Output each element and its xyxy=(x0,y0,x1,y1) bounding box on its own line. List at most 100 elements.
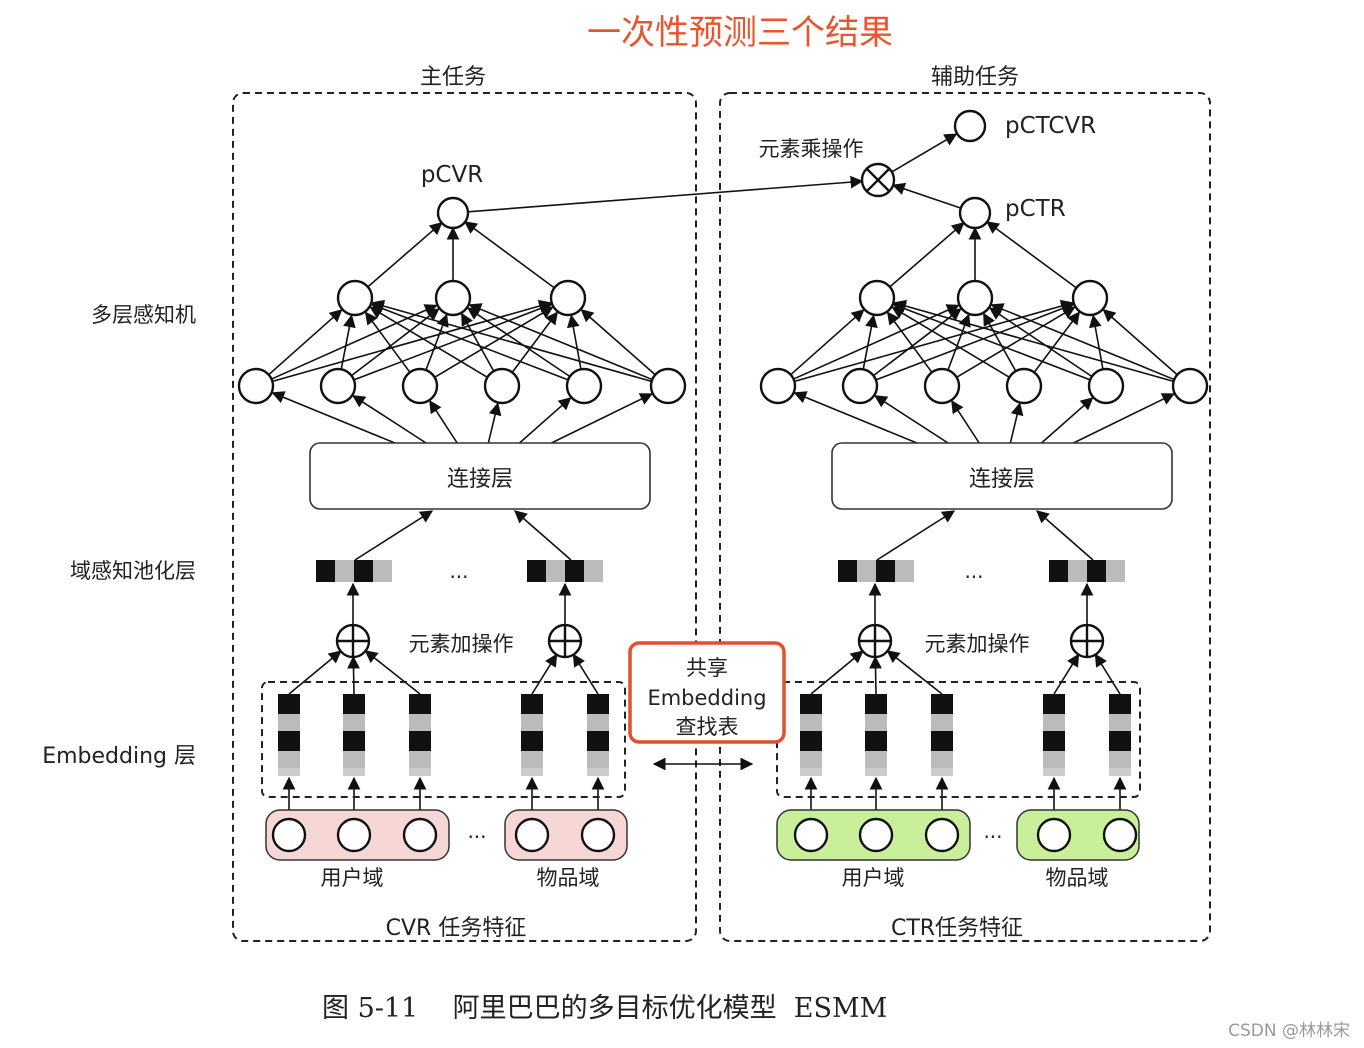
main-user-field-label: 用户域 xyxy=(321,866,384,890)
shared-line3: 查找表 xyxy=(676,715,739,739)
main-embedding-vector-4-cell xyxy=(587,731,609,751)
main-task-title: 主任务 xyxy=(420,65,486,90)
main-pooled-vector-1-cell xyxy=(527,560,546,582)
main-embedding-vector-3-cell xyxy=(521,731,543,751)
aux-embedding-vector-0-cell xyxy=(800,751,822,768)
main-embedding-vector-1-cell xyxy=(343,751,365,768)
main-input-node-0 xyxy=(271,817,307,853)
aux-l1-l2-3-2 xyxy=(1033,311,1080,373)
main-embedding-vector-2-cell xyxy=(409,694,431,714)
aux-l1-l2-1-1 xyxy=(873,308,962,377)
aux-mlp-node-l1-4 xyxy=(1087,367,1125,405)
main-mlp-node-l1-5 xyxy=(649,367,687,405)
main-embedding-vector-2-cell xyxy=(409,768,431,776)
main-l1-l2-0-2 xyxy=(272,299,552,383)
aux-pooled-vector-1-cell xyxy=(1087,560,1106,582)
main-embedding-vector-0-cell xyxy=(278,731,300,751)
main-embedding-vector-3-cell xyxy=(521,751,543,768)
aux-user-field-label: 用户域 xyxy=(842,866,905,890)
main-embedding-vector-0-cell xyxy=(278,714,300,731)
main-embedding-vector-1-cell xyxy=(343,694,365,714)
pctr-node xyxy=(958,196,992,230)
main-concat-label: 连接层 xyxy=(447,467,513,492)
aux-embedding-vector-0-cell xyxy=(800,731,822,751)
main-l1-l2-2-1 xyxy=(425,313,449,371)
main-mlp-node-l2-2 xyxy=(549,279,587,317)
aux-pooling-ellipsis: ... xyxy=(964,559,983,583)
label-pooling: 域感知池化层 xyxy=(70,559,196,583)
aux-l1-l2-5-0 xyxy=(893,299,1174,383)
pctcvr-node xyxy=(953,109,987,143)
main-embedding-vector-3-cell xyxy=(521,694,543,714)
aux-pooled-vector-1-cell xyxy=(1106,560,1125,582)
pctr-to-mul xyxy=(891,182,962,209)
aux-l2-out-0 xyxy=(889,221,965,288)
mul-to-pctcvr xyxy=(891,133,958,173)
aux-concat-to-l1-0 xyxy=(793,391,918,444)
aux-concat-to-l1-5 xyxy=(1073,393,1175,444)
aux-pooled-vector-0-cell xyxy=(876,560,895,582)
pcvr-label: pCVR xyxy=(421,162,483,188)
main-embedding-vector-1-cell xyxy=(343,714,365,731)
main-concat-to-l1-5 xyxy=(551,393,653,444)
main-mlp-node-l1-1 xyxy=(319,367,357,405)
aux-mlp-node-l2-1 xyxy=(956,279,994,317)
aux-pooled-vector-0-cell xyxy=(857,560,876,582)
aux-l1-l2-3-0 xyxy=(891,306,1010,378)
aux-embedding-vector-0-cell xyxy=(800,768,822,776)
main-l1-l2-1-1 xyxy=(351,308,440,377)
diagram-title: 一次性预测三个结果 xyxy=(587,13,893,53)
mul-op-label: 元素乘操作 xyxy=(759,137,864,161)
aux-input-node-0 xyxy=(793,817,829,853)
aux-l1-l2-5-1 xyxy=(990,303,1175,381)
aux-l1-l2-1-2 xyxy=(875,302,1075,381)
main-l1-l2-3-1 xyxy=(461,312,495,372)
main-l1-l2-0-1 xyxy=(271,304,438,380)
main-concat-to-l1-0 xyxy=(271,391,396,444)
aux-embedding-vector-2-cell xyxy=(931,694,953,714)
main-input-node-2 xyxy=(402,817,438,853)
main-pooled-vector-0-cell xyxy=(335,560,354,582)
aux-pooled-vector-0-cell xyxy=(838,560,857,582)
main-l1-l2-2-0 xyxy=(364,311,411,373)
main-emb-to-sum1-0 xyxy=(288,650,342,695)
main-pooled-vector-1-cell xyxy=(584,560,603,582)
aux-pooled-vector-1-cell xyxy=(1049,560,1068,582)
aux-embedding-box xyxy=(776,681,1141,798)
main-pooled-vector-1-cell xyxy=(546,560,565,582)
main-mlp-node-l2-0 xyxy=(336,279,374,317)
main-field-ellipsis: ... xyxy=(467,819,486,843)
aux-embedding-vector-4-cell xyxy=(1109,714,1131,731)
aux-l1-l2-0-0 xyxy=(790,309,865,376)
aux-pool-to-concat-1 xyxy=(876,510,956,561)
aux-mlp-node-l1-0 xyxy=(759,367,797,405)
main-emb-to-sum1-1 xyxy=(347,655,360,695)
main-mlp-node-l2-1 xyxy=(434,279,472,317)
main-pooled-vector-1-cell xyxy=(565,560,584,582)
main-pooling-ellipsis: ... xyxy=(449,559,468,583)
main-mlp-node-l1-0 xyxy=(237,367,275,405)
main-l1-l2-0-0 xyxy=(268,309,343,376)
aux-emb-to-sum2-3 xyxy=(1053,653,1080,695)
aux-concat-to-l1-2 xyxy=(951,400,980,444)
main-pooled-vector-0-cell xyxy=(373,560,392,582)
aux-l1-l2-0-2 xyxy=(794,299,1074,383)
main-embedding-vector-2-cell xyxy=(409,714,431,731)
main-embedding-vector-1-cell xyxy=(343,768,365,776)
aux-emb-to-sum2-4 xyxy=(1094,653,1121,695)
main-embedding-vector-2-cell xyxy=(409,751,431,768)
main-l1-l2-2-2 xyxy=(434,306,554,378)
aux-field-ellipsis: ... xyxy=(983,819,1002,843)
main-embedding-box xyxy=(261,681,626,798)
main-l1-l2-3-2 xyxy=(511,311,558,373)
main-input-node-4 xyxy=(580,817,616,853)
main-item-field-label: 物品域 xyxy=(537,866,600,890)
aux-emb-to-sum1-0 xyxy=(810,650,864,695)
aux-pooled-vector-1-cell xyxy=(1068,560,1087,582)
pctcvr-label: pCTCVR xyxy=(1005,113,1096,139)
main-sum-op-label: 元素加操作 xyxy=(409,632,514,656)
main-embedding-vector-4-cell xyxy=(587,768,609,776)
main-l1-l2-3-0 xyxy=(369,306,488,378)
main-l1-l2-5-2 xyxy=(580,309,656,376)
pcvr-node xyxy=(436,196,470,230)
